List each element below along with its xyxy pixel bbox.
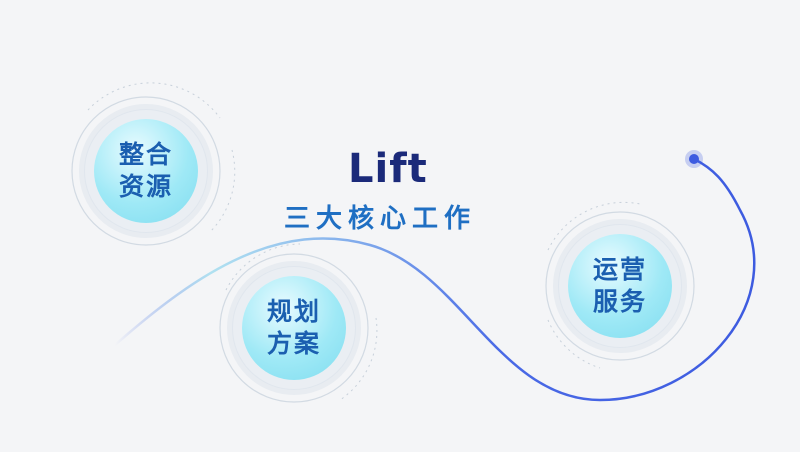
flow-curve — [113, 157, 756, 402]
node-label-line1: 运营 — [592, 255, 647, 284]
node-label-line2: 服务 — [592, 287, 647, 316]
brand-logo: Lift — [348, 146, 428, 192]
node-planning-solution: 规划 方案 — [242, 276, 346, 380]
integrate-rings — [71, 82, 236, 246]
node-label-line2: 方案 — [266, 329, 321, 358]
node-label-line1: 规划 — [266, 297, 321, 326]
plan-rings — [219, 243, 378, 403]
brand-logo-text: Lift — [348, 146, 428, 192]
node-integrate-resources: 整合 资源 — [94, 119, 198, 223]
node-operation-service: 运营 服务 — [568, 234, 672, 338]
diagram-title: 三大核心工作 — [284, 204, 477, 234]
operate-rings — [545, 201, 695, 369]
node-label-line2: 资源 — [118, 172, 173, 201]
node-label-line1: 整合 — [118, 140, 173, 169]
